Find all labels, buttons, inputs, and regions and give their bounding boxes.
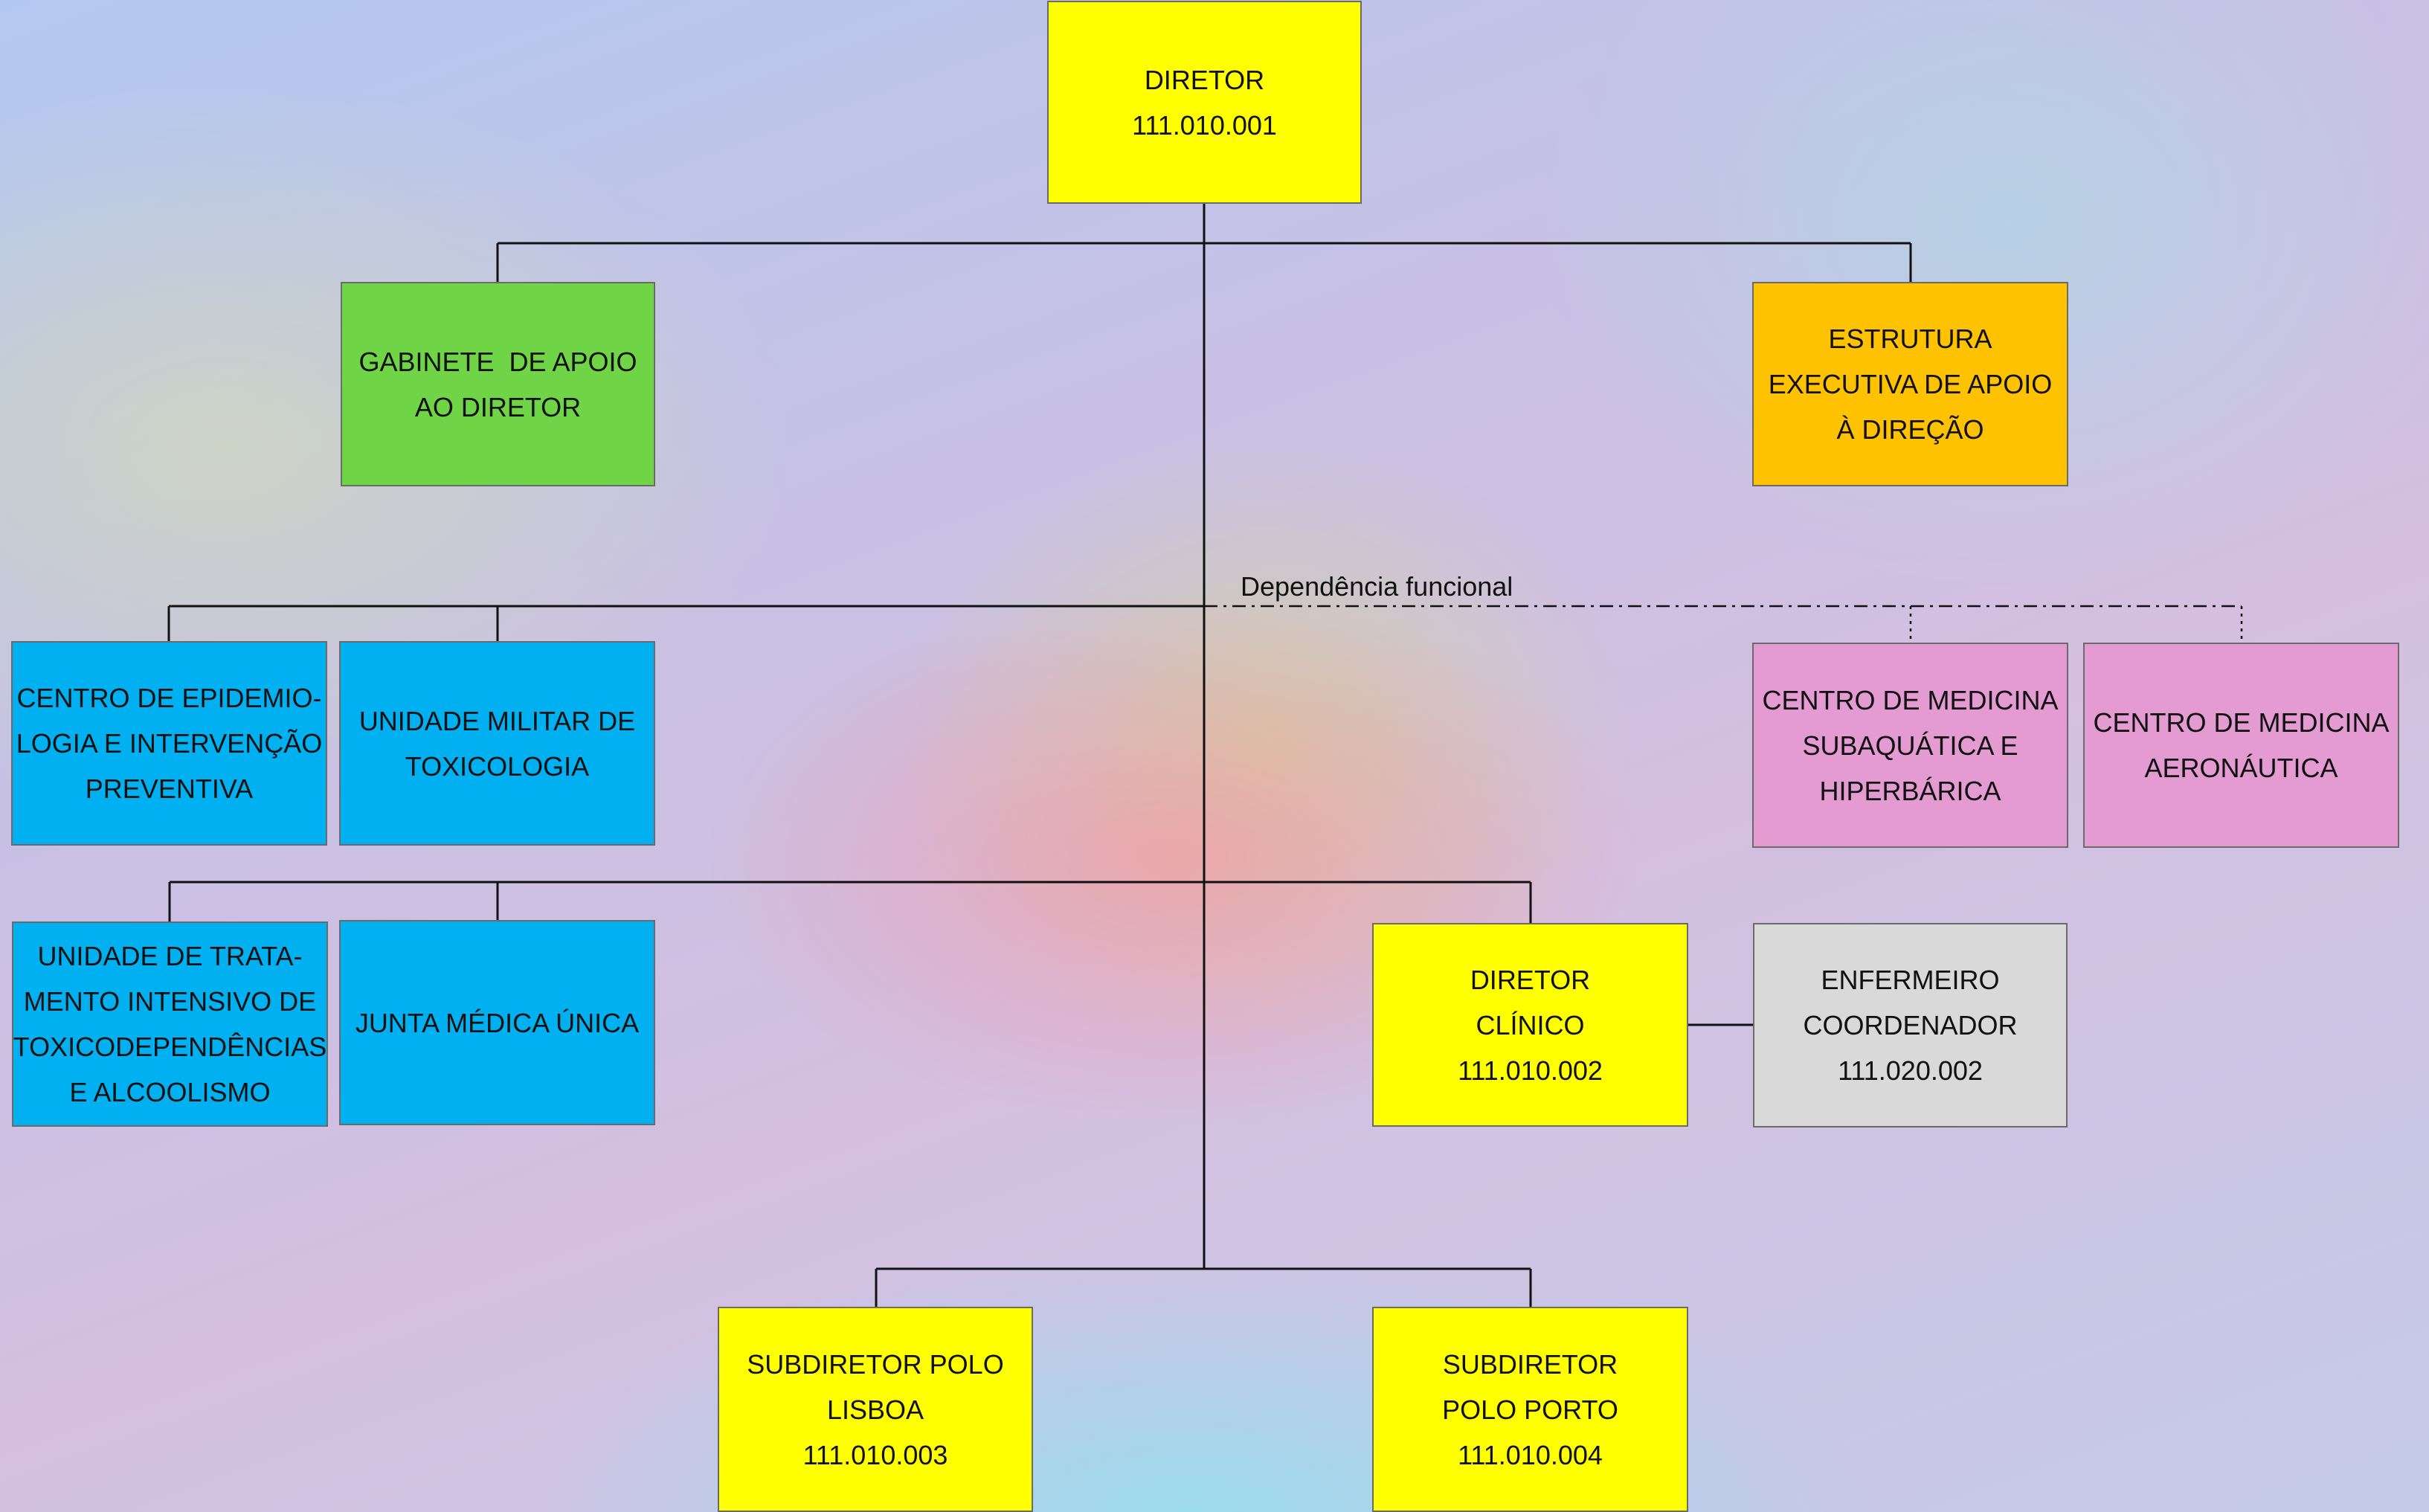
toxicology-unit-line-2: TOXICOLOGIA [405,750,590,782]
lisbon-subdirector-code: 111.010.003 [802,1439,948,1470]
nurse-coordinator-line-2: COORDENADOR [1803,1010,2018,1040]
toxicology-unit-line-1: UNIDADE MILITAR DE [358,705,636,736]
director-code: 111.010.001 [1132,109,1277,141]
executive-structure-line-2: EXECUTIVA DE APOIO [1768,369,2053,399]
clinical-director-line-2: CLÍNICO [1476,1009,1585,1040]
epidemiology-center-box: CENTRO DE EPIDEMIO- LOGIA E INTERVENÇÃO … [11,641,327,846]
treatment-unit-line-2: MENTO INTENSIVO DE [23,986,317,1017]
medical-board-label: JUNTA MÉDICA ÚNICA [355,1007,640,1038]
executive-structure-box: ESTRUTURA EXECUTIVA DE APOIO À DIREÇÃO [1752,282,2068,486]
treatment-unit-line-4: E ALCOOLISMO [69,1077,271,1107]
treatment-unit-line-3: TOXICODEPENDÊNCIAS [13,1032,327,1062]
aeronautical-medicine-center-box: CENTRO DE MEDICINA AERONÁUTICA [2083,643,2399,848]
aeronautical-medicine-line-2: AERONÁUTICA [2144,753,2338,783]
porto-subdirector-line-2: POLO PORTO [1442,1394,1618,1425]
support-cabinet-line-1: GABINETE DE APOIO [358,346,637,377]
functional-dependency-label: Dependência funcional [1241,571,1513,602]
treatment-unit-line-1: UNIDADE DE TRATA- [37,941,303,971]
underwater-medicine-line-1: CENTRO DE MEDICINA [1762,684,2059,715]
epidemiology-center-line-2: LOGIA E INTERVENÇÃO [16,728,323,759]
nurse-coordinator-line-1: ENFERMEIRO [1821,965,2000,995]
clinical-director-code: 111.010.002 [1458,1055,1603,1086]
epidemiology-center-line-3: PREVENTIVA [85,773,254,804]
nurse-coordinator-box: ENFERMEIRO COORDENADOR 111.020.002 [1753,923,2068,1127]
lisbon-subdirector-line-1: SUBDIRETOR POLO [747,1348,1004,1380]
porto-subdirector-box: SUBDIRETOR POLO PORTO 111.010.004 [1372,1307,1688,1512]
porto-subdirector-line-1: SUBDIRETOR [1442,1348,1618,1380]
treatment-unit-box: UNIDADE DE TRATA- MENTO INTENSIVO DE TOX… [12,921,328,1127]
lisbon-subdirector-line-2: LISBOA [826,1394,924,1425]
executive-structure-line-1: ESTRUTURA [1828,324,1992,354]
underwater-medicine-line-3: HIPERBÁRICA [1819,775,2001,806]
director-box: DIRETOR 111.010.001 [1047,1,1362,204]
porto-subdirector-code: 111.010.004 [1458,1439,1603,1470]
aeronautical-medicine-line-1: CENTRO DE MEDICINA [2093,707,2390,738]
director-title: DIRETOR [1144,64,1265,95]
medical-board-box: JUNTA MÉDICA ÚNICA [339,920,655,1125]
support-cabinet-box: GABINETE DE APOIO AO DIRETOR [341,282,655,486]
support-cabinet-line-2: AO DIRETOR [414,391,582,422]
nurse-coordinator-code: 111.020.002 [1838,1055,1983,1086]
clinical-director-box: DIRETOR CLÍNICO 111.010.002 [1372,923,1688,1127]
underwater-medicine-center-box: CENTRO DE MEDICINA SUBAQUÁTICA E HIPERBÁ… [1752,643,2068,848]
executive-structure-line-3: À DIREÇÃO [1836,414,1984,445]
toxicology-unit-box: UNIDADE MILITAR DE TOXICOLOGIA [339,641,655,846]
epidemiology-center-line-1: CENTRO DE EPIDEMIO- [16,683,322,713]
lisbon-subdirector-box: SUBDIRETOR POLO LISBOA 111.010.003 [718,1307,1033,1512]
clinical-director-line-1: DIRETOR [1470,964,1591,995]
underwater-medicine-line-2: SUBAQUÁTICA E [1802,730,2018,761]
